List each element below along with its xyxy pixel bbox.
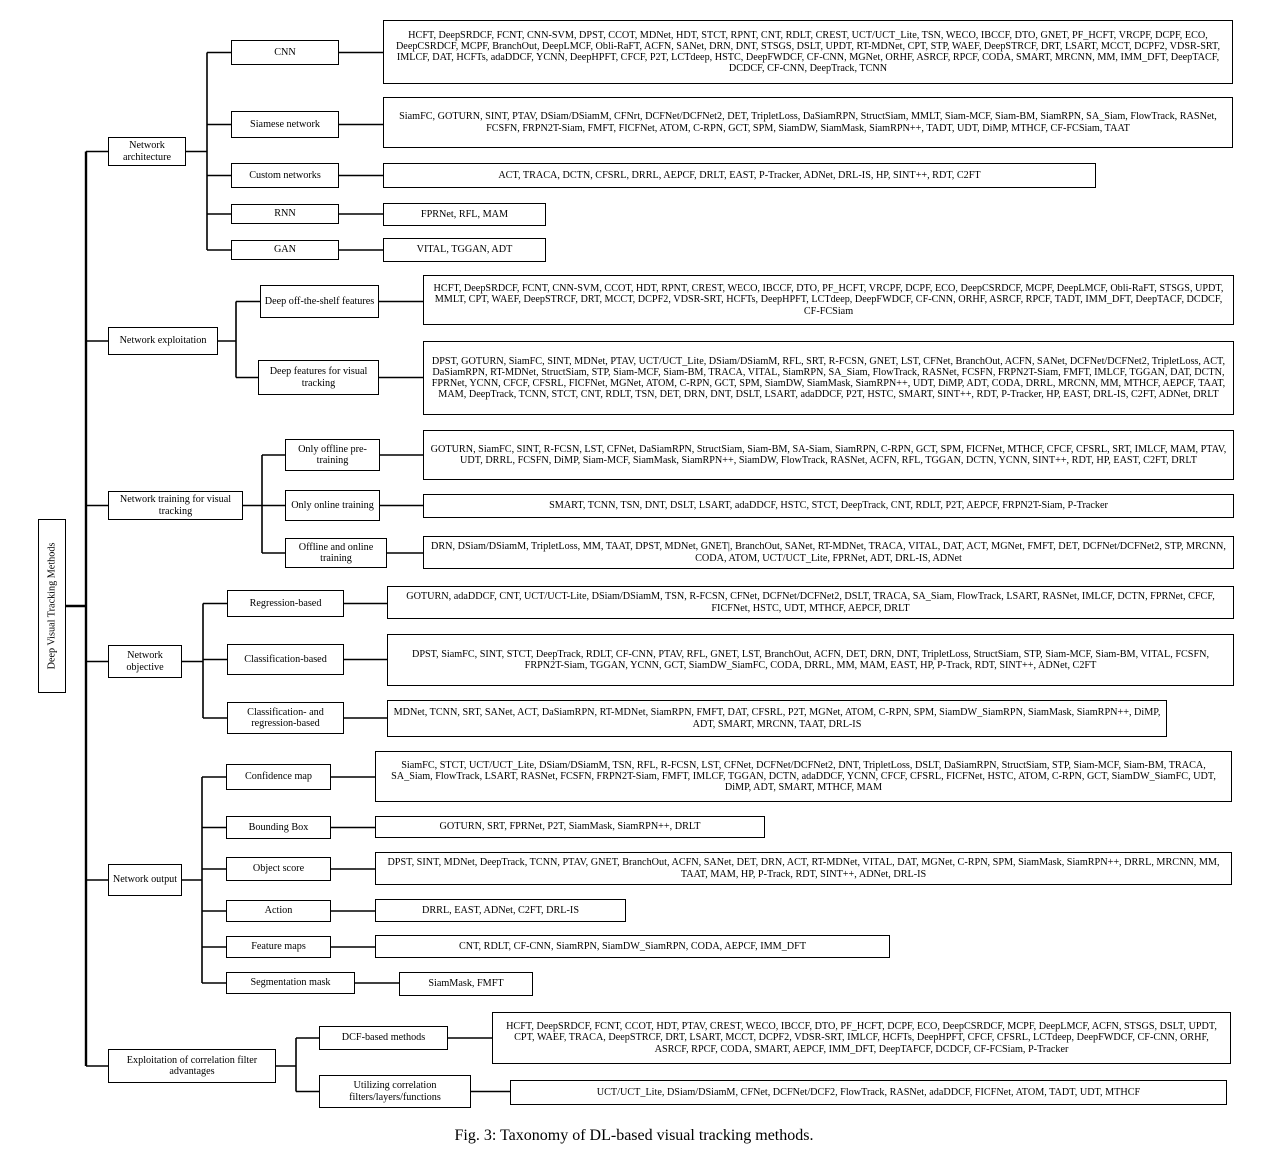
category-bounding-box: Bounding Box: [226, 816, 331, 839]
category-only-offline-pre-training: Only offline pre-training: [285, 439, 380, 471]
category-feature-maps: Feature maps: [226, 936, 331, 958]
category-utilizing-correlation-filters: Utilizing correlation filters/layers/fun…: [319, 1075, 471, 1108]
category-dcf-based-methods: DCF-based methods: [319, 1026, 448, 1050]
category-deep-off-the-shelf-features: Deep off-the-shelf features: [260, 285, 379, 318]
root-node: Deep Visual Tracking Methods: [38, 519, 66, 693]
group-network-architecture: Network architecture: [108, 137, 186, 166]
methods-confidence-map: SiamFC, STCT, UCT/UCT_Lite, DSiam/DSiamM…: [375, 751, 1232, 802]
category-action: Action: [226, 900, 331, 922]
category-deep-features-for-visual-tracking: Deep features for visual tracking: [258, 360, 379, 395]
group-correlation-filter-advantages: Exploitation of correlation filter advan…: [108, 1049, 276, 1083]
methods-utilizing-correlation-filters: UCT/UCT_Lite, DSiam/DSiamM, CFNet, DCFNe…: [510, 1080, 1227, 1105]
methods-dcf-based-methods: HCFT, DeepSRDCF, FCNT, CCOT, HDT, PTAV, …: [492, 1012, 1231, 1064]
root-label: Deep Visual Tracking Methods: [46, 542, 58, 670]
category-gan: GAN: [231, 240, 339, 260]
category-classification-and-regression-based: Classification- and regression-based: [227, 702, 344, 734]
methods-only-offline-pre-training: GOTURN, SiamFC, SINT, R-FCSN, LST, CFNet…: [423, 430, 1234, 480]
category-classification-based: Classification-based: [227, 644, 344, 675]
methods-cnn: HCFT, DeepSRDCF, FCNT, CNN-SVM, DPST, CC…: [383, 20, 1233, 84]
category-regression-based: Regression-based: [227, 590, 344, 617]
group-network-output: Network output: [108, 864, 182, 896]
figure-caption: Fig. 3: Taxonomy of DL-based visual trac…: [454, 1127, 814, 1144]
category-segmentation-mask: Segmentation mask: [226, 972, 355, 994]
category-confidence-map: Confidence map: [226, 764, 331, 790]
category-only-online-training: Only online training: [285, 490, 380, 521]
methods-deep-off-the-shelf-features: HCFT, DeepSRDCF, FCNT, CNN-SVM, CCOT, HD…: [423, 275, 1234, 325]
methods-feature-maps: CNT, RDLT, CF-CNN, SiamRPN, SiamDW_SiamR…: [375, 935, 890, 958]
category-cnn: CNN: [231, 40, 339, 65]
methods-classification-based: DPST, SiamFC, SINT, STCT, DeepTrack, RDL…: [387, 634, 1234, 686]
methods-object-score: DPST, SINT, MDNet, DeepTrack, TCNN, PTAV…: [375, 852, 1232, 885]
category-custom-networks: Custom networks: [231, 163, 339, 188]
methods-deep-features-for-visual-tracking: DPST, GOTURN, SiamFC, SINT, MDNet, PTAV,…: [423, 341, 1234, 415]
group-network-exploitation: Network exploitation: [108, 327, 218, 355]
methods-segmentation-mask: SiamMask, FMFT: [399, 972, 533, 996]
methods-custom-networks: ACT, TRACA, DCTN, CFSRL, DRRL, AEPCF, DR…: [383, 163, 1096, 188]
category-rnn: RNN: [231, 204, 339, 224]
methods-bounding-box: GOTURN, SRT, FPRNet, P2T, SiamMask, Siam…: [375, 816, 765, 838]
category-offline-and-online-training: Offline and online training: [285, 538, 387, 568]
methods-gan: VITAL, TGGAN, ADT: [383, 238, 546, 262]
methods-only-online-training: SMART, TCNN, TSN, DNT, DSLT, LSART, adaD…: [423, 494, 1234, 518]
group-network-training: Network training for visual tracking: [108, 491, 243, 520]
category-siamese-network: Siamese network: [231, 111, 339, 138]
methods-classification-and-regression-based: MDNet, TCNN, SRT, SANet, ACT, DaSiamRPN,…: [387, 700, 1167, 737]
methods-siamese-network: SiamFC, GOTURN, SINT, PTAV, DSiam/DSiamM…: [383, 97, 1233, 148]
category-object-score: Object score: [226, 857, 331, 881]
methods-regression-based: GOTURN, adaDDCF, CNT, UCT/UCT-Lite, DSia…: [387, 586, 1234, 619]
methods-offline-and-online-training: DRN, DSiam/DSiamM, TripletLoss, MM, TAAT…: [423, 536, 1234, 569]
methods-action: DRRL, EAST, ADNet, C2FT, DRL-IS: [375, 899, 626, 922]
methods-rnn: FPRNet, RFL, MAM: [383, 203, 546, 226]
group-network-objective: Network objective: [108, 645, 182, 678]
